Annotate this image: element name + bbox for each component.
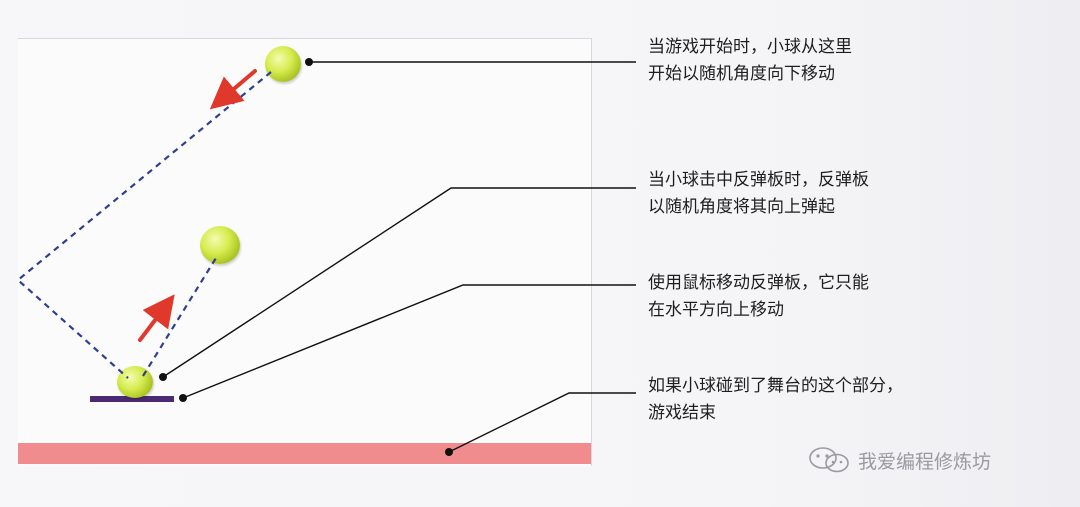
watermark-text: 我爱编程修炼坊 [858,450,992,473]
leader-dot-danger [445,448,453,456]
annotation-line: 开始以随机角度向下移动 [648,64,835,84]
paddle [90,396,174,402]
annotation-line: 当游戏开始时，小球从这里 [648,37,852,57]
watermark: 我爱编程修炼坊 [808,446,991,474]
annotation-line: 使用鼠标移动反弹板，它只能 [648,273,869,293]
annotation-line: 当小球击中反弹板时，反弹板 [648,170,869,190]
annotation-line: 游戏结束 [648,403,716,423]
annotation-paddle-control: 使用鼠标移动反弹板，它只能 在水平方向上移动 [648,270,869,324]
annotation-line: 在水平方向上移动 [648,300,784,320]
leader-dot-paddle [179,394,187,402]
leader-dot-start [305,58,313,66]
leader-line-bounce [162,187,636,378]
ball-start [265,46,301,82]
ball-bounced [200,226,240,264]
annotation-line: 如果小球碰到了舞台的这个部分， [648,376,903,396]
ball-trajectory-up [142,257,217,377]
arrow-down-left [209,69,257,110]
annotation-game-over: 如果小球碰到了舞台的这个部分， 游戏结束 [648,373,903,427]
leader-line-danger [448,392,636,453]
ball-on-paddle [117,366,153,398]
game-stage [18,38,592,466]
arrow-up-right [138,294,175,342]
annotation-ball-start: 当游戏开始时，小球从这里 开始以随机角度向下移动 [648,34,852,88]
leader-dot-bounce [159,373,167,381]
annotation-paddle-bounce: 当小球击中反弹板时，反弹板 以随机角度将其向上弹起 [648,167,869,221]
leader-line-paddle [182,284,636,399]
wechat-icon [809,447,849,473]
annotation-line: 以随机角度将其向上弹起 [648,197,835,217]
